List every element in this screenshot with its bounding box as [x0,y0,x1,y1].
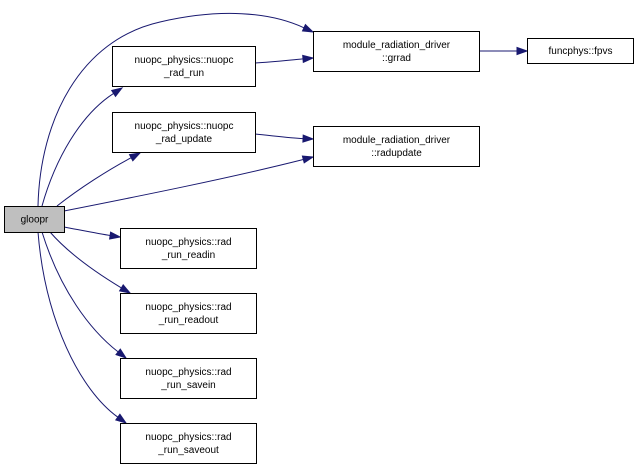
node-box [112,112,256,153]
node-label: module_radiation_driver [343,135,451,146]
edge-line [254,58,304,64]
node-box [120,293,257,334]
node-rad-run-savein[interactable]: nuopc_physics::rad_run_savein [120,358,257,399]
node-rad-run-saveout[interactable]: nuopc_physics::rad_run_saveout [120,423,257,464]
edge-line [41,231,119,353]
node-box [120,423,257,464]
node-fpvs[interactable]: funcphys::fpvs [527,38,634,64]
arrowhead-icon [302,54,315,64]
node-box [4,206,65,233]
edge-line [56,157,132,207]
arrowhead-icon [110,87,124,98]
edge-gloopr-to-nuopc_rad_run [41,87,124,207]
arrowhead-icon [114,413,128,424]
edge-line [37,231,119,418]
node-label: nuopc_physics::rad [145,367,231,378]
node-grrad[interactable]: module_radiation_driver::grrad [313,31,480,72]
edge-gloopr-to-rad_run_savein [41,231,128,359]
edge-gloopr-to-rad_run_readout [49,231,132,294]
nodes-layer: glooprnuopc_physics::nuopc_rad_runnuopc_… [4,31,634,464]
node-radupdate[interactable]: module_radiation_driver::radupdate [313,126,480,167]
arrowhead-icon [118,284,132,294]
edge-gloopr-to-radupdate [63,155,315,212]
node-box [112,46,256,87]
edge-gloopr-to-grrad [37,12,315,207]
edge-line [63,226,111,236]
node-label: nuopc_physics::nuopc [135,55,234,66]
node-label: _rad_update [155,134,213,145]
node-label: nuopc_physics::rad [145,302,231,313]
node-rad-run-readout[interactable]: nuopc_physics::rad_run_readout [120,293,257,334]
edge-line [41,92,114,207]
node-label: gloopr [21,215,49,226]
node-label: _run_readout [158,315,219,326]
arrowhead-icon [516,46,529,56]
arrowhead-icon [301,23,315,33]
node-box [527,38,634,64]
node-gloopr[interactable]: gloopr [4,206,65,233]
edge-line [49,231,122,289]
node-box [120,358,257,399]
arrowhead-icon [301,155,315,164]
edge-gloopr-to-rad_run_saveout [37,231,128,424]
edge-line [37,12,305,207]
arrowhead-icon [115,348,128,359]
node-box [313,31,480,72]
edge-nuopc_rad_run-to-grrad [254,54,315,64]
edge-gloopr-to-rad_run_readin [63,226,122,240]
arrowhead-icon [128,152,142,162]
node-label: ::grrad [382,53,411,64]
edge-line [254,133,304,140]
node-label: _run_readin [161,250,215,261]
node-label: ::radupdate [371,148,422,159]
edge-gloopr-to-nuopc_rad_update [56,152,142,207]
node-nuopc-rad-update[interactable]: nuopc_physics::nuopc_rad_update [112,112,256,153]
arrowhead-icon [302,134,315,143]
edge-nuopc_rad_update-to-radupdate [254,133,315,143]
node-box [120,228,257,269]
arrowhead-icon [109,231,122,240]
node-label: _run_savein [160,380,215,391]
edge-line [63,159,304,212]
node-label: _run_saveout [157,445,219,456]
node-label: module_radiation_driver [343,40,451,51]
node-label: nuopc_physics::rad [145,237,231,248]
node-label: nuopc_physics::rad [145,432,231,443]
node-label: _rad_run [163,68,204,79]
node-nuopc-rad-run[interactable]: nuopc_physics::nuopc_rad_run [112,46,256,87]
node-rad-run-readin[interactable]: nuopc_physics::rad_run_readin [120,228,257,269]
edges-layer [37,12,529,424]
edge-grrad-to-fpvs [479,46,529,56]
node-label: funcphys::fpvs [549,46,613,57]
node-label: nuopc_physics::nuopc [135,121,234,132]
node-box [313,126,480,167]
